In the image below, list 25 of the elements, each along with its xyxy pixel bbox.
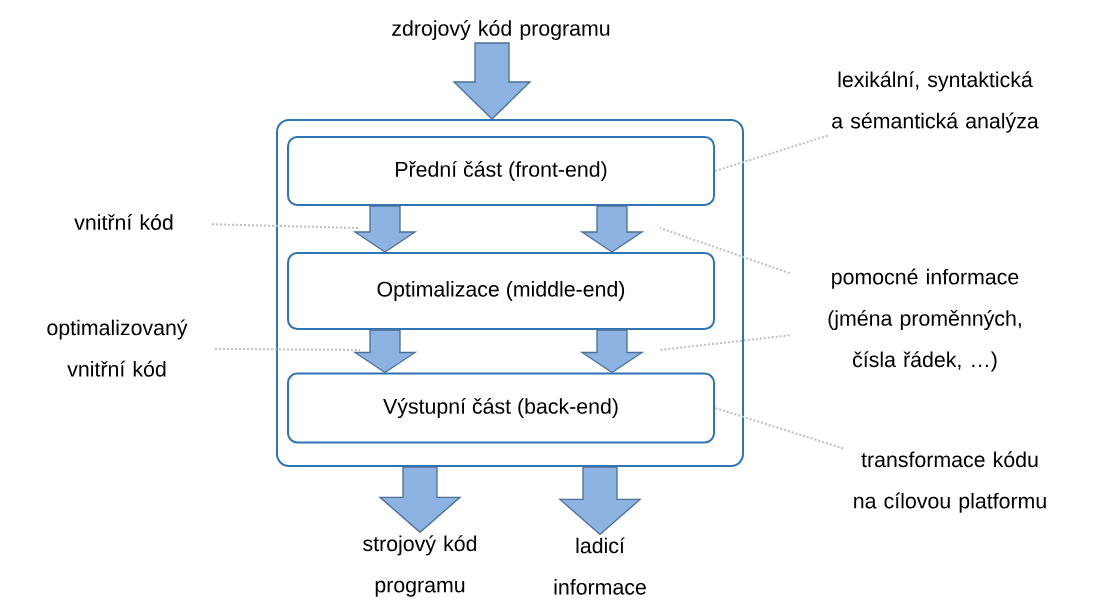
block-arrow [579, 205, 645, 253]
stage-box: Přední část (front-end) [287, 136, 715, 206]
stage-box: Výstupní část (back-end) [287, 372, 715, 444]
note-label: vnitřní kód [74, 214, 173, 230]
block-arrow [352, 329, 418, 374]
output-label: strojový kód programu [363, 535, 477, 597]
block-arrow [352, 205, 418, 253]
block-arrow [452, 42, 532, 120]
stage-box: Optimalizace (middle-end) [287, 252, 715, 330]
compiler-box [276, 119, 744, 467]
block-arrow [558, 466, 642, 536]
input-label: zdrojový kód programu [392, 19, 610, 41]
leader-line [659, 227, 791, 275]
note-label: lexikální, syntaktická a sémantická analýza [832, 71, 1039, 133]
block-arrow [378, 466, 462, 534]
block-arrow [579, 329, 645, 374]
leader-line [714, 134, 829, 172]
leader-line [714, 407, 845, 450]
output-label: ladicí informace [554, 537, 646, 595]
leader-line [213, 347, 361, 351]
leader-line [659, 334, 791, 351]
note-label: transformace kódu na cílovou platformu [854, 451, 1046, 513]
note-label: pomocné informace (jména proměnných, čísla řádek, …) [828, 268, 1021, 372]
leader-line [210, 223, 361, 229]
note-label: optimalizovaný vnitřní kód [47, 319, 188, 377]
